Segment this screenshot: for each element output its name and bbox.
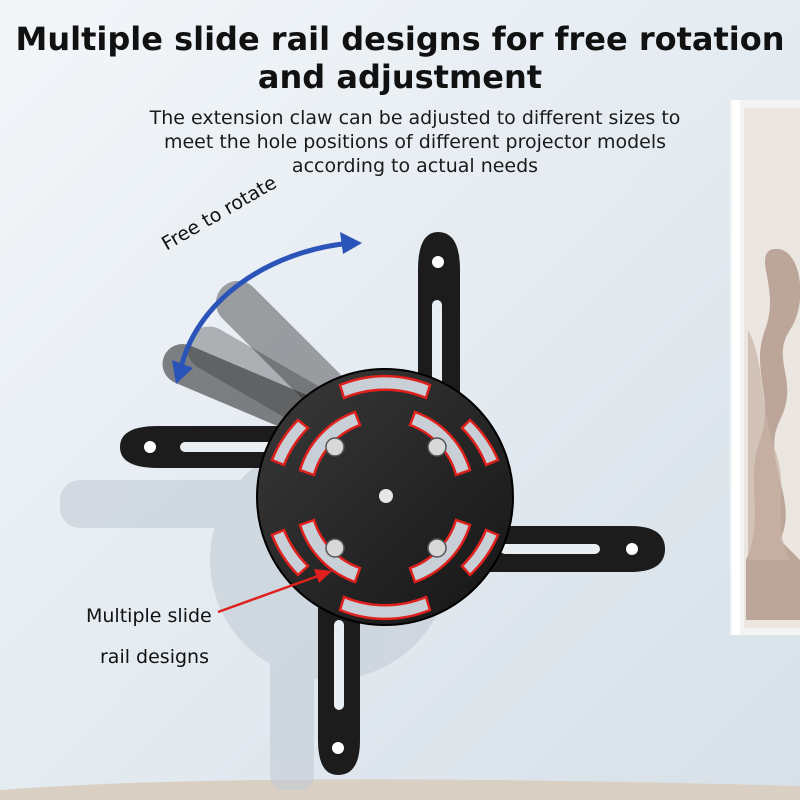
page-title-line-1: Multiple slide rail designs for free rot… xyxy=(15,20,785,58)
callout-pointer-line xyxy=(217,574,319,614)
wall-painting xyxy=(730,100,800,635)
description-line-3: according to actual needs xyxy=(291,155,539,177)
description-line-2: meet the hole positions of different pro… xyxy=(163,131,667,153)
rotate-arrow-icon xyxy=(177,240,355,375)
slide-rail-callout-line-1: Multiple slide xyxy=(86,605,212,627)
center-hole xyxy=(379,489,393,503)
arm-slots xyxy=(180,300,600,710)
page-title-line-2: and adjustment xyxy=(257,58,543,96)
mount-plate xyxy=(256,368,514,626)
callout-arrowhead-icon xyxy=(314,569,332,583)
description-line-1: The extension claw can be adjusted to di… xyxy=(149,107,681,129)
mount-bolts xyxy=(325,437,447,558)
sofa-edge xyxy=(0,779,800,800)
arm-holes xyxy=(144,256,638,754)
rotate-arrowhead-top xyxy=(340,232,362,254)
rotate-arrowhead-bottom xyxy=(172,360,193,384)
slide-rail-callout-line-2: rail designs xyxy=(100,646,209,668)
